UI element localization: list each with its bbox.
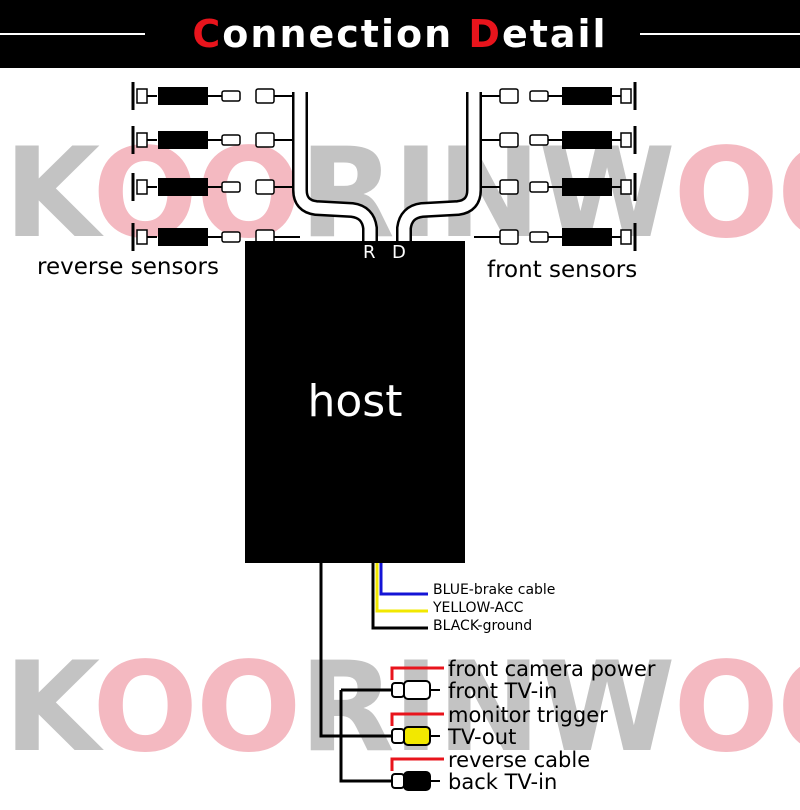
sensor-plug <box>529 231 549 243</box>
av-power-label-front-camera: front camera power <box>448 657 656 681</box>
harness-outline <box>396 92 482 241</box>
sensor-bolt-head <box>136 132 148 148</box>
rca-plug-1 <box>403 680 431 700</box>
sensor-socket <box>255 179 275 195</box>
sensor-socket <box>499 132 519 148</box>
reverse-sensor-4 <box>131 223 300 251</box>
watermark-lower-rinw: RINW <box>299 636 675 780</box>
power-wire-2 <box>375 563 428 613</box>
title-part-detail: etail <box>501 12 608 56</box>
sensor-socket <box>255 88 275 104</box>
watermark-lower: KOORINWOO <box>4 646 800 770</box>
front-sensors-label: front sensors <box>487 257 638 283</box>
front-sensor-1 <box>474 82 637 110</box>
header-rule-left <box>0 33 145 35</box>
wire-label-blue: BLUE-brake cable <box>433 582 556 598</box>
reverse-sensor-2 <box>131 126 300 154</box>
front-sensor-harness <box>396 92 482 241</box>
watermark-lower-oo-2: OO <box>673 636 800 780</box>
av-trunk-cable <box>319 563 392 738</box>
sensor-socket <box>499 88 519 104</box>
sensor-bolt-head <box>136 88 148 104</box>
sensor-socket <box>255 132 275 148</box>
rca-collar-1 <box>391 682 405 698</box>
sensor-body <box>158 178 208 196</box>
sensor-body <box>562 228 612 246</box>
title-part-connection: onnection <box>222 12 469 56</box>
title-initial-c: C <box>192 12 223 56</box>
rca-plug-2 <box>403 726 431 746</box>
rca-collar-3 <box>391 773 405 789</box>
harness-outline <box>292 92 378 241</box>
front-sensor-3 <box>474 173 637 201</box>
sensor-socket <box>499 179 519 195</box>
sensor-plug <box>221 181 241 193</box>
sensor-body <box>562 87 612 105</box>
host-unit <box>245 241 465 563</box>
sensor-plug <box>529 181 549 193</box>
av-signal-label-back-tv-in: back TV-in <box>448 770 558 794</box>
header-bar: Connection Detail <box>0 0 800 68</box>
header-rule-right <box>640 33 800 35</box>
power-wire-1 <box>379 563 428 596</box>
av-power-lead-2 <box>390 712 444 726</box>
watermark-upper-k: K <box>4 122 95 266</box>
power-wire-3 <box>371 563 428 630</box>
sensor-plug <box>221 231 241 243</box>
sensor-plug <box>529 90 549 102</box>
sensor-body <box>562 131 612 149</box>
sensor-bolt-head <box>620 229 632 245</box>
sensor-plug <box>529 134 549 146</box>
harness-fill <box>398 92 480 241</box>
watermark-lower-oo: OO <box>92 636 302 780</box>
sensor-plug <box>221 134 241 146</box>
front-sensor-4 <box>474 223 637 251</box>
reverse-sensors-label: reverse sensors <box>37 254 219 280</box>
wire-label-black: BLACK-ground <box>433 618 533 634</box>
sensor-bolt-head <box>620 88 632 104</box>
av-signal-label-front-tv-in: front TV-in <box>448 679 558 703</box>
av-branch-cable <box>339 690 392 783</box>
av-power-label-monitor-trigger: monitor trigger <box>448 703 608 727</box>
reverse-sensor-1 <box>131 82 300 110</box>
watermark-upper-oo-2: OO <box>673 122 800 266</box>
sensor-plug <box>221 90 241 102</box>
harness-fill <box>294 92 376 241</box>
wire-label-yellow: YELLOW-ACC <box>433 600 524 616</box>
port-label-front: D <box>392 242 406 263</box>
title-initial-d: D <box>468 12 502 56</box>
sensor-body <box>562 178 612 196</box>
sensor-body <box>158 87 208 105</box>
av-signal-label-tv-out: TV-out <box>448 725 517 749</box>
sensor-bolt-head <box>136 229 148 245</box>
page-title: Connection Detail <box>0 10 800 58</box>
sensor-bolt-head <box>136 179 148 195</box>
sensor-body <box>158 131 208 149</box>
front-sensor-2 <box>474 126 637 154</box>
av-power-lead-3 <box>390 757 444 771</box>
sensor-bolt-head <box>620 179 632 195</box>
reverse-sensor-harness <box>292 92 378 241</box>
reverse-sensor-3 <box>131 173 300 201</box>
av-power-lead-1 <box>390 666 444 680</box>
av-power-label-reverse-cable: reverse cable <box>448 748 591 772</box>
sensor-bolt-head <box>620 132 632 148</box>
sensor-body <box>158 228 208 246</box>
host-label: host <box>307 376 403 427</box>
rca-plug-3 <box>403 771 431 791</box>
watermark-lower-k: K <box>4 636 95 780</box>
port-label-reverse: R <box>363 242 376 263</box>
rca-collar-2 <box>391 728 405 744</box>
sensor-socket <box>499 229 519 245</box>
